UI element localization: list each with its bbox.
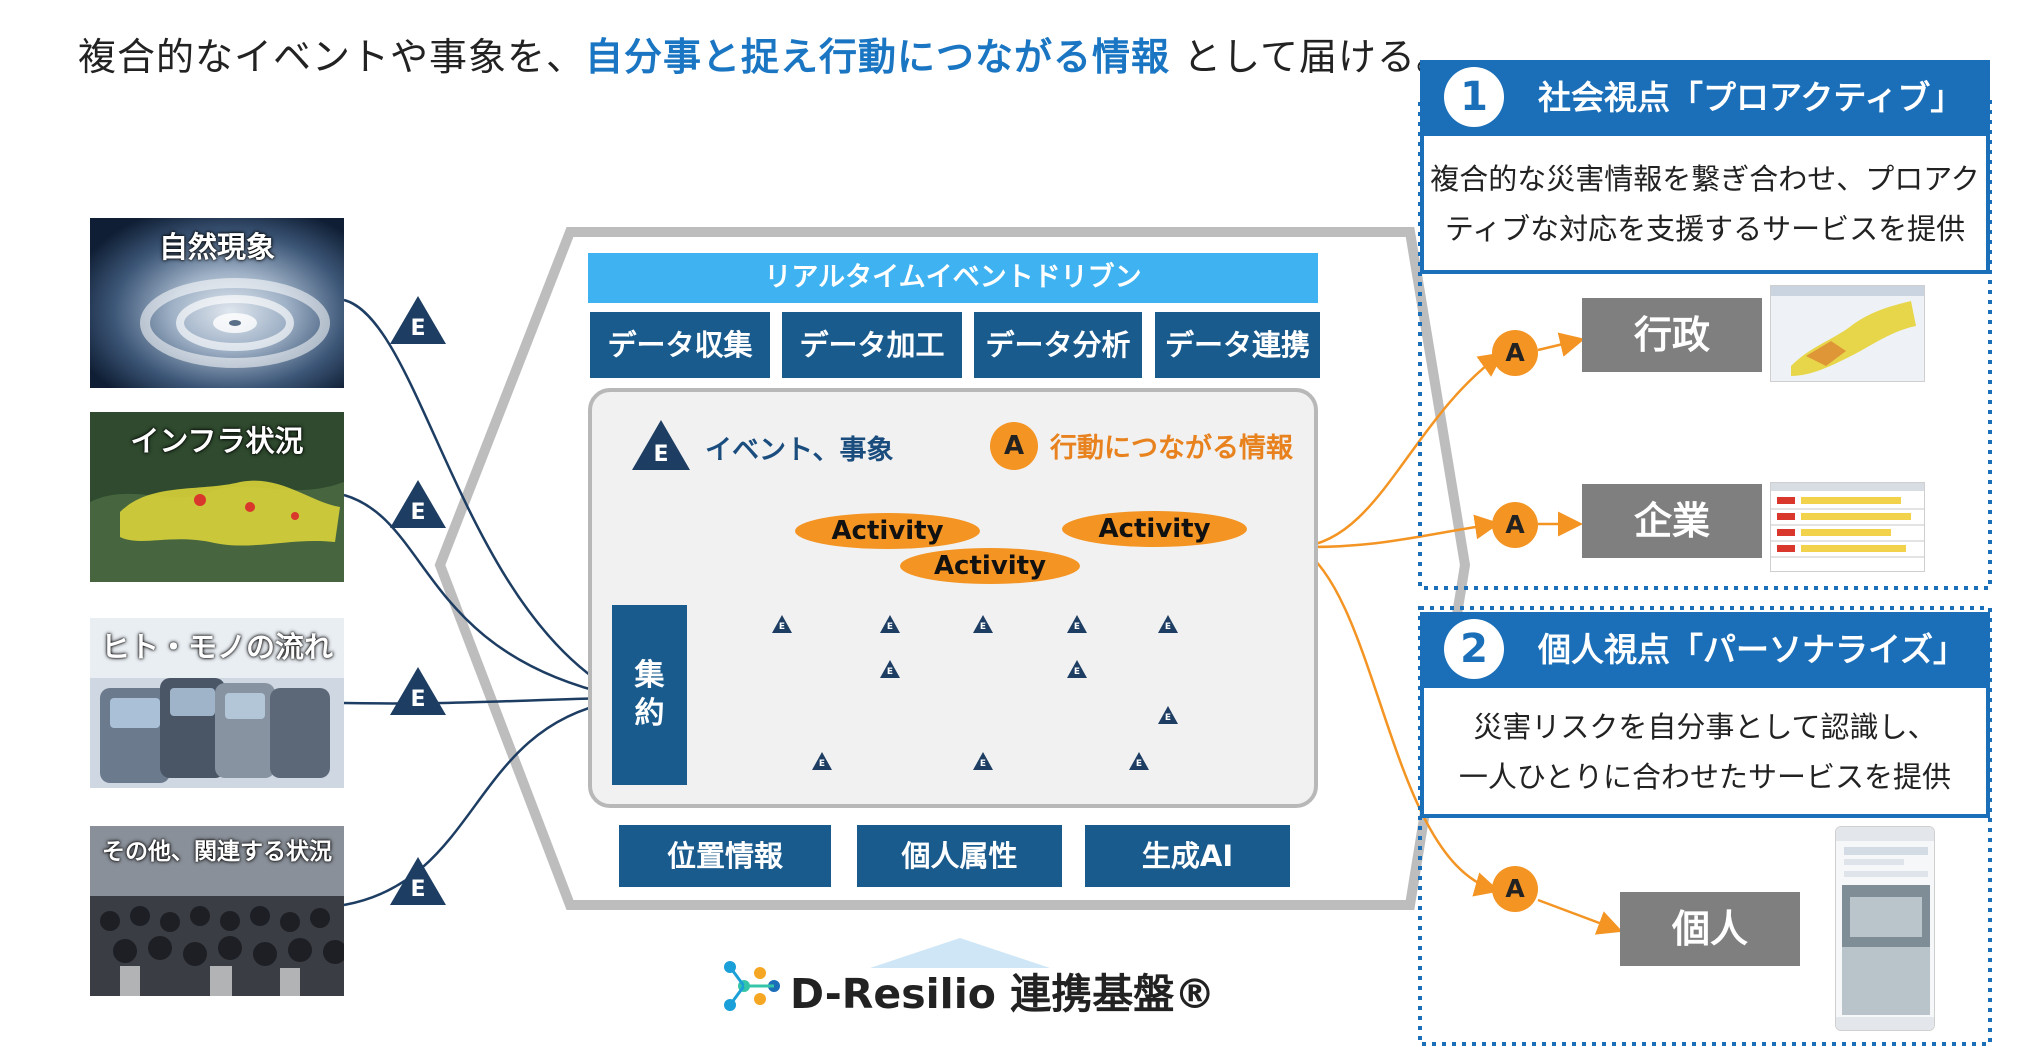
timeline-event-marker: E xyxy=(771,614,793,638)
timeline-event-marker: E xyxy=(811,751,833,775)
aggregate-char: 約 xyxy=(634,696,665,731)
aggregate-char: 集 xyxy=(634,658,665,693)
timeline-event-marker: E xyxy=(1157,614,1179,638)
crowd-image xyxy=(90,826,344,996)
generative-ai-box: 生成AI xyxy=(1085,825,1290,887)
personal-attributes-box: 個人属性 xyxy=(857,825,1062,887)
infrastructure-map-image xyxy=(90,412,344,582)
headline-suffix: として届ける。 xyxy=(1170,35,1455,79)
platform-base-shape xyxy=(870,938,1050,968)
source-label: 自然現象 xyxy=(158,230,275,264)
source-other: その他、関連する状況 xyxy=(90,826,344,996)
target-enterprise: 企業 xyxy=(1582,484,1762,558)
activity-oval: Activity xyxy=(795,513,980,549)
panel2-number-badge: 2 xyxy=(1444,618,1504,679)
traffic-jam-image xyxy=(90,618,344,788)
timeline-event-marker: E xyxy=(1128,751,1150,775)
process-data-processing: データ加工 xyxy=(782,312,962,378)
panel2-description: 災害リスクを自分事として認識し、 一人ひとりに合わせたサービスを提供 xyxy=(1420,688,1990,818)
source-label: ヒト・モノの流れ xyxy=(100,630,333,664)
panel1-dotted-frame xyxy=(1418,98,1992,590)
process-data-integration: データ連携 xyxy=(1155,312,1320,378)
timeline-event-marker: E xyxy=(972,751,994,775)
timeline-event-marker: E xyxy=(879,659,901,683)
timeline-event-marker: E xyxy=(879,614,901,638)
process-data-collection: データ収集 xyxy=(590,312,770,378)
smartphone-app-thumbnail xyxy=(1835,826,1935,1031)
legend-event-icon: E xyxy=(630,418,692,476)
event-icon-natural: E xyxy=(388,294,448,350)
event-icon-infrastructure: E xyxy=(388,478,448,534)
typhoon-image xyxy=(90,218,344,388)
source-label: その他、関連する状況 xyxy=(102,839,332,865)
event-icon-people-flow: E xyxy=(388,665,448,721)
target-individual: 個人 xyxy=(1620,892,1800,966)
legend-event-label: イベント、事象 xyxy=(705,435,894,466)
process-data-analysis: データ分析 xyxy=(974,312,1142,378)
timeline-event-marker: E xyxy=(972,614,994,638)
source-natural-phenomena: 自然現象 xyxy=(90,218,344,388)
government-map-thumbnail xyxy=(1770,285,1925,382)
panel2-dotted-frame xyxy=(1418,606,1992,1046)
realtime-event-driven-bar: リアルタイムイベントドリブン xyxy=(588,253,1318,303)
action-icon-enterprise: A xyxy=(1492,502,1538,548)
brand-name: D-Resilio 連携基盤® xyxy=(790,970,1216,1018)
headline-highlight: 自分事と捉え行動につながる情報 xyxy=(585,35,1171,79)
panel1-description: 複合的な災害情報を繋ぎ合わせ、プロアク ティブな対応を支援するサービスを提供 xyxy=(1420,136,1990,274)
event-icon-other: E xyxy=(388,855,448,911)
timeline-event-marker: E xyxy=(1066,659,1088,683)
headline-prefix: 複合的なイベントや事象を、 xyxy=(78,35,586,79)
action-icon-individual: A xyxy=(1492,866,1538,912)
action-icon-government: A xyxy=(1492,330,1538,376)
aggregate-box: 集 約 xyxy=(612,605,687,785)
d-resilio-logo-icon xyxy=(720,955,782,1021)
activity-oval: Activity xyxy=(1062,511,1247,547)
enterprise-table-thumbnail xyxy=(1770,482,1925,572)
timeline-event-marker: E xyxy=(1066,614,1088,638)
activity-oval: Activity xyxy=(900,548,1080,584)
legend-action-label: 行動につながる情報 xyxy=(1050,433,1293,464)
event-processing-area xyxy=(588,388,1318,808)
panel1-number-badge: 1 xyxy=(1444,66,1504,127)
legend-action-icon: A xyxy=(990,422,1038,470)
location-info-box: 位置情報 xyxy=(619,825,831,887)
source-infrastructure: インフラ状況 xyxy=(90,412,344,582)
platform-hexagon xyxy=(434,227,1471,910)
target-government: 行政 xyxy=(1582,298,1762,372)
page-title: 複合的なイベントや事象を、自分事と捉え行動につながる情報 として届ける。 xyxy=(78,26,1455,81)
timeline-event-marker: E xyxy=(1157,705,1179,729)
source-people-flow: ヒト・モノの流れ xyxy=(90,618,344,788)
source-label: インフラ状況 xyxy=(130,424,304,458)
